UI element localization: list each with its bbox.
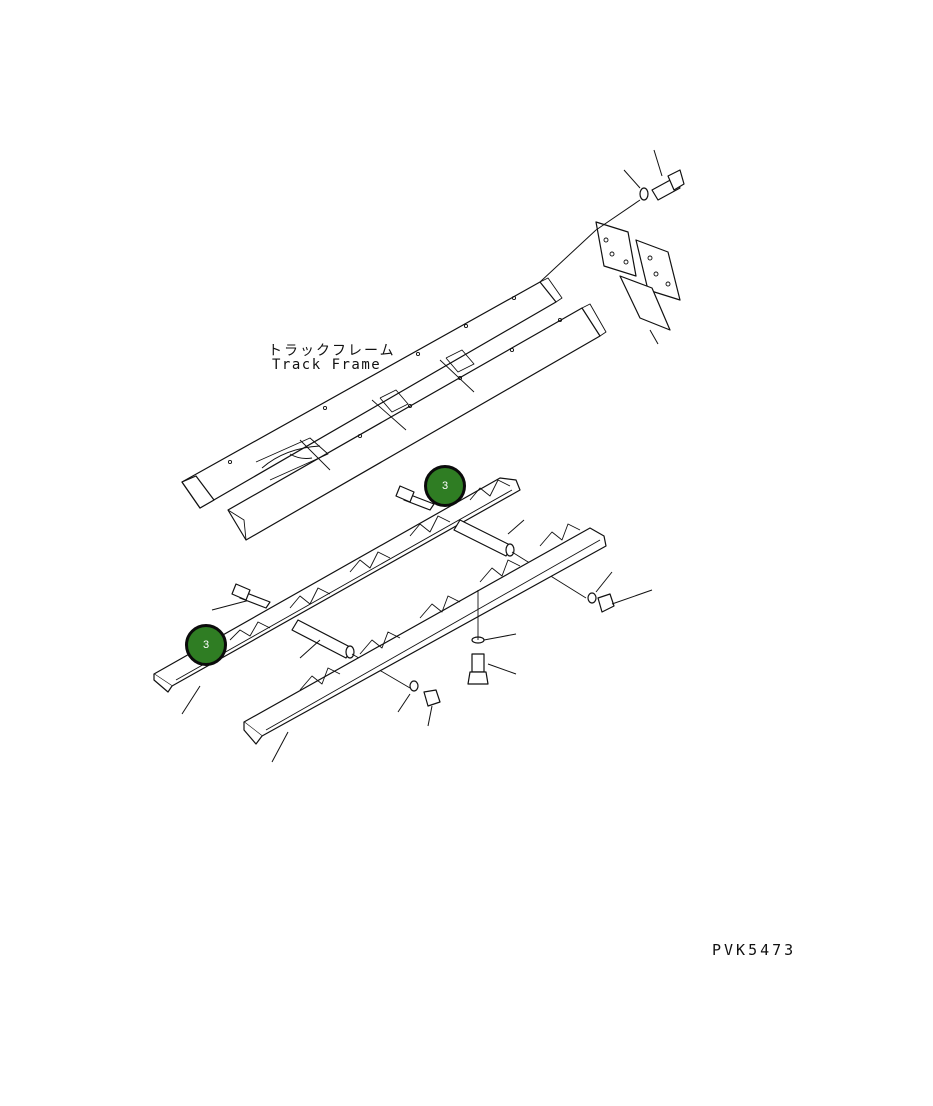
track-frame-end-cap — [181, 475, 215, 509]
spacer-pipes — [291, 519, 587, 689]
track-guard-right — [243, 523, 607, 763]
upper-bolt — [623, 149, 685, 201]
callout-badge[interactable]: 3 — [185, 624, 227, 666]
guard-plate-1 — [595, 221, 637, 277]
top-guard-bolt — [395, 485, 435, 511]
track-frame-label-english: Track Frame — [272, 357, 382, 373]
guard-plate-2 — [635, 239, 681, 301]
track-guard-left — [153, 477, 521, 715]
guard-plates — [539, 199, 681, 345]
track-frame-label-japanese: トラックフレーム — [268, 343, 396, 359]
drawing-code: PVK5473 — [712, 941, 797, 959]
left-guard-bolt — [231, 583, 271, 609]
track-frame — [181, 277, 607, 541]
track-frame-outer-rail — [181, 281, 557, 509]
fasteners-right — [397, 571, 653, 727]
guard-plate-3 — [619, 275, 671, 331]
callout-badge[interactable]: 3 — [424, 465, 466, 507]
